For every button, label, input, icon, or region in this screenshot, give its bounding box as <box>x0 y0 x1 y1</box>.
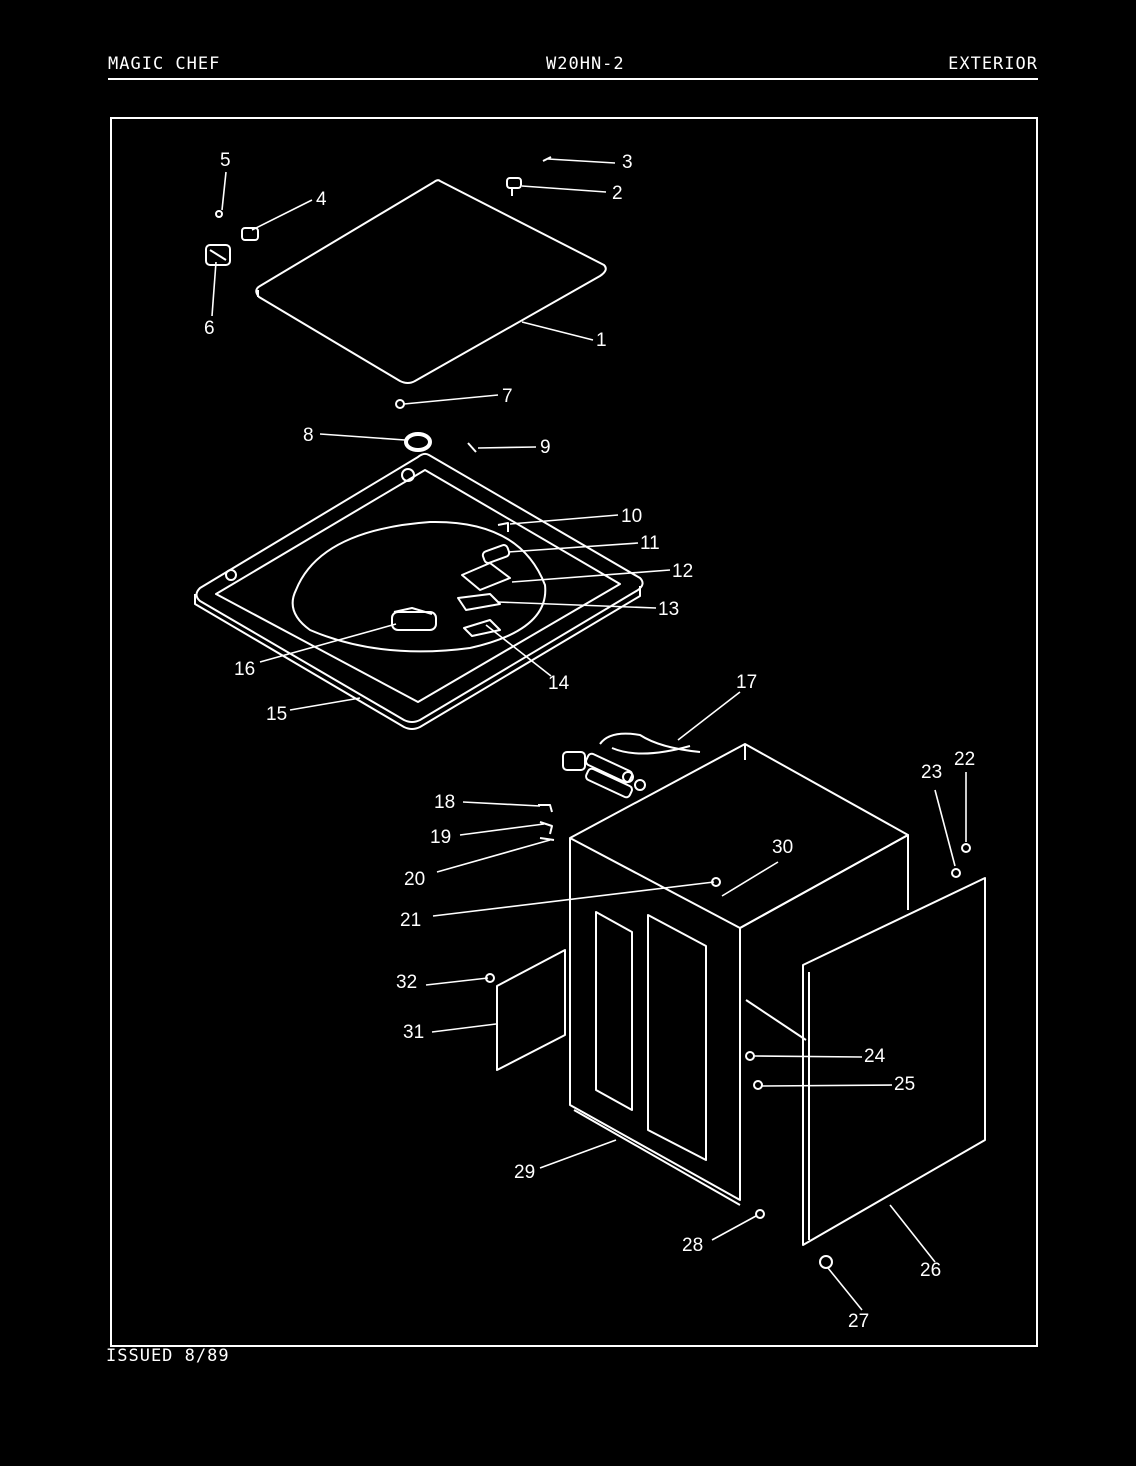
callout-17: 17 <box>736 672 757 693</box>
callout-15: 15 <box>266 704 287 725</box>
callout-26: 26 <box>920 1260 941 1281</box>
cabinet-top <box>569 743 909 929</box>
callout-28: 28 <box>682 1235 703 1256</box>
callout-22: 22 <box>954 749 975 770</box>
cabinet-front <box>569 838 741 1201</box>
top-cover-skirt <box>194 586 641 730</box>
side-panel <box>496 949 566 1071</box>
header-rule <box>108 78 1038 80</box>
screw-24 <box>745 1051 755 1061</box>
brand-label: MAGIC CHEF <box>108 54 221 74</box>
leader-lines <box>211 158 967 1311</box>
screw-23 <box>951 868 961 878</box>
cover-hole <box>225 569 237 581</box>
callout-16: 16 <box>234 659 255 680</box>
callout-32: 32 <box>396 972 417 993</box>
diagram-frame <box>110 117 1038 1347</box>
bleach-cup-lid <box>393 607 433 615</box>
callout-8: 8 <box>303 425 314 446</box>
callout-1: 1 <box>596 330 607 351</box>
callout-29: 29 <box>514 1162 535 1183</box>
callout-13: 13 <box>658 599 679 620</box>
callout-11: 11 <box>640 533 660 554</box>
leveling-leg-27 <box>819 1255 833 1269</box>
back-panel <box>802 877 986 1246</box>
callout-20: 20 <box>404 869 425 890</box>
screw-28 <box>755 1209 765 1219</box>
power-cord <box>599 732 701 755</box>
callout-7: 7 <box>502 386 513 407</box>
callout-24: 24 <box>864 1046 886 1067</box>
screw-5 <box>215 210 223 218</box>
callout-23: 23 <box>921 762 942 783</box>
lid <box>255 179 607 384</box>
section-label: EXTERIOR <box>948 54 1038 74</box>
screw-22 <box>961 843 971 853</box>
cabinet-inner-panel-2 <box>647 914 707 1161</box>
callout-labels: 1234567891011121314151617181920212223242… <box>204 150 975 1332</box>
callout-19: 19 <box>430 827 451 848</box>
screw-25 <box>753 1080 763 1090</box>
bracket-18-20 <box>538 804 555 841</box>
bleach-cup <box>391 611 437 631</box>
callout-25: 25 <box>894 1074 915 1095</box>
cabinet-back-edge <box>744 744 807 1041</box>
cabinet-bottom-edge <box>573 1109 741 1206</box>
callout-3: 3 <box>622 152 633 173</box>
callout-27: 27 <box>848 1311 869 1332</box>
callout-14: 14 <box>548 673 570 694</box>
callout-4: 4 <box>316 189 327 210</box>
issued-date: ISSUED 8/89 <box>106 1346 230 1366</box>
callout-21: 21 <box>400 910 421 931</box>
callout-6: 6 <box>204 318 215 339</box>
screw-3 <box>542 156 552 162</box>
callout-30: 30 <box>772 837 793 858</box>
lid-switch-assembly <box>457 522 511 637</box>
gasket-ring <box>404 432 432 452</box>
callout-9: 9 <box>540 437 551 458</box>
callout-5: 5 <box>220 150 231 171</box>
callout-31: 31 <box>403 1022 424 1043</box>
top-cover-inner-rim <box>215 469 621 703</box>
cabinet-inner-panel-1 <box>595 911 633 1111</box>
screw-9 <box>467 442 477 453</box>
callout-12: 12 <box>672 561 693 582</box>
hinge-right <box>506 177 522 196</box>
water-valve <box>562 751 646 799</box>
callout-2: 2 <box>612 183 623 204</box>
model-label: W20HN-2 <box>546 54 625 74</box>
callout-10: 10 <box>621 506 642 527</box>
hinge-left <box>205 227 259 266</box>
tub-opening <box>291 520 547 653</box>
callout-18: 18 <box>434 792 455 813</box>
top-cover <box>195 452 644 723</box>
cover-hole-2 <box>401 468 415 482</box>
bumper-7 <box>395 399 405 409</box>
cabinet-right <box>739 834 909 929</box>
